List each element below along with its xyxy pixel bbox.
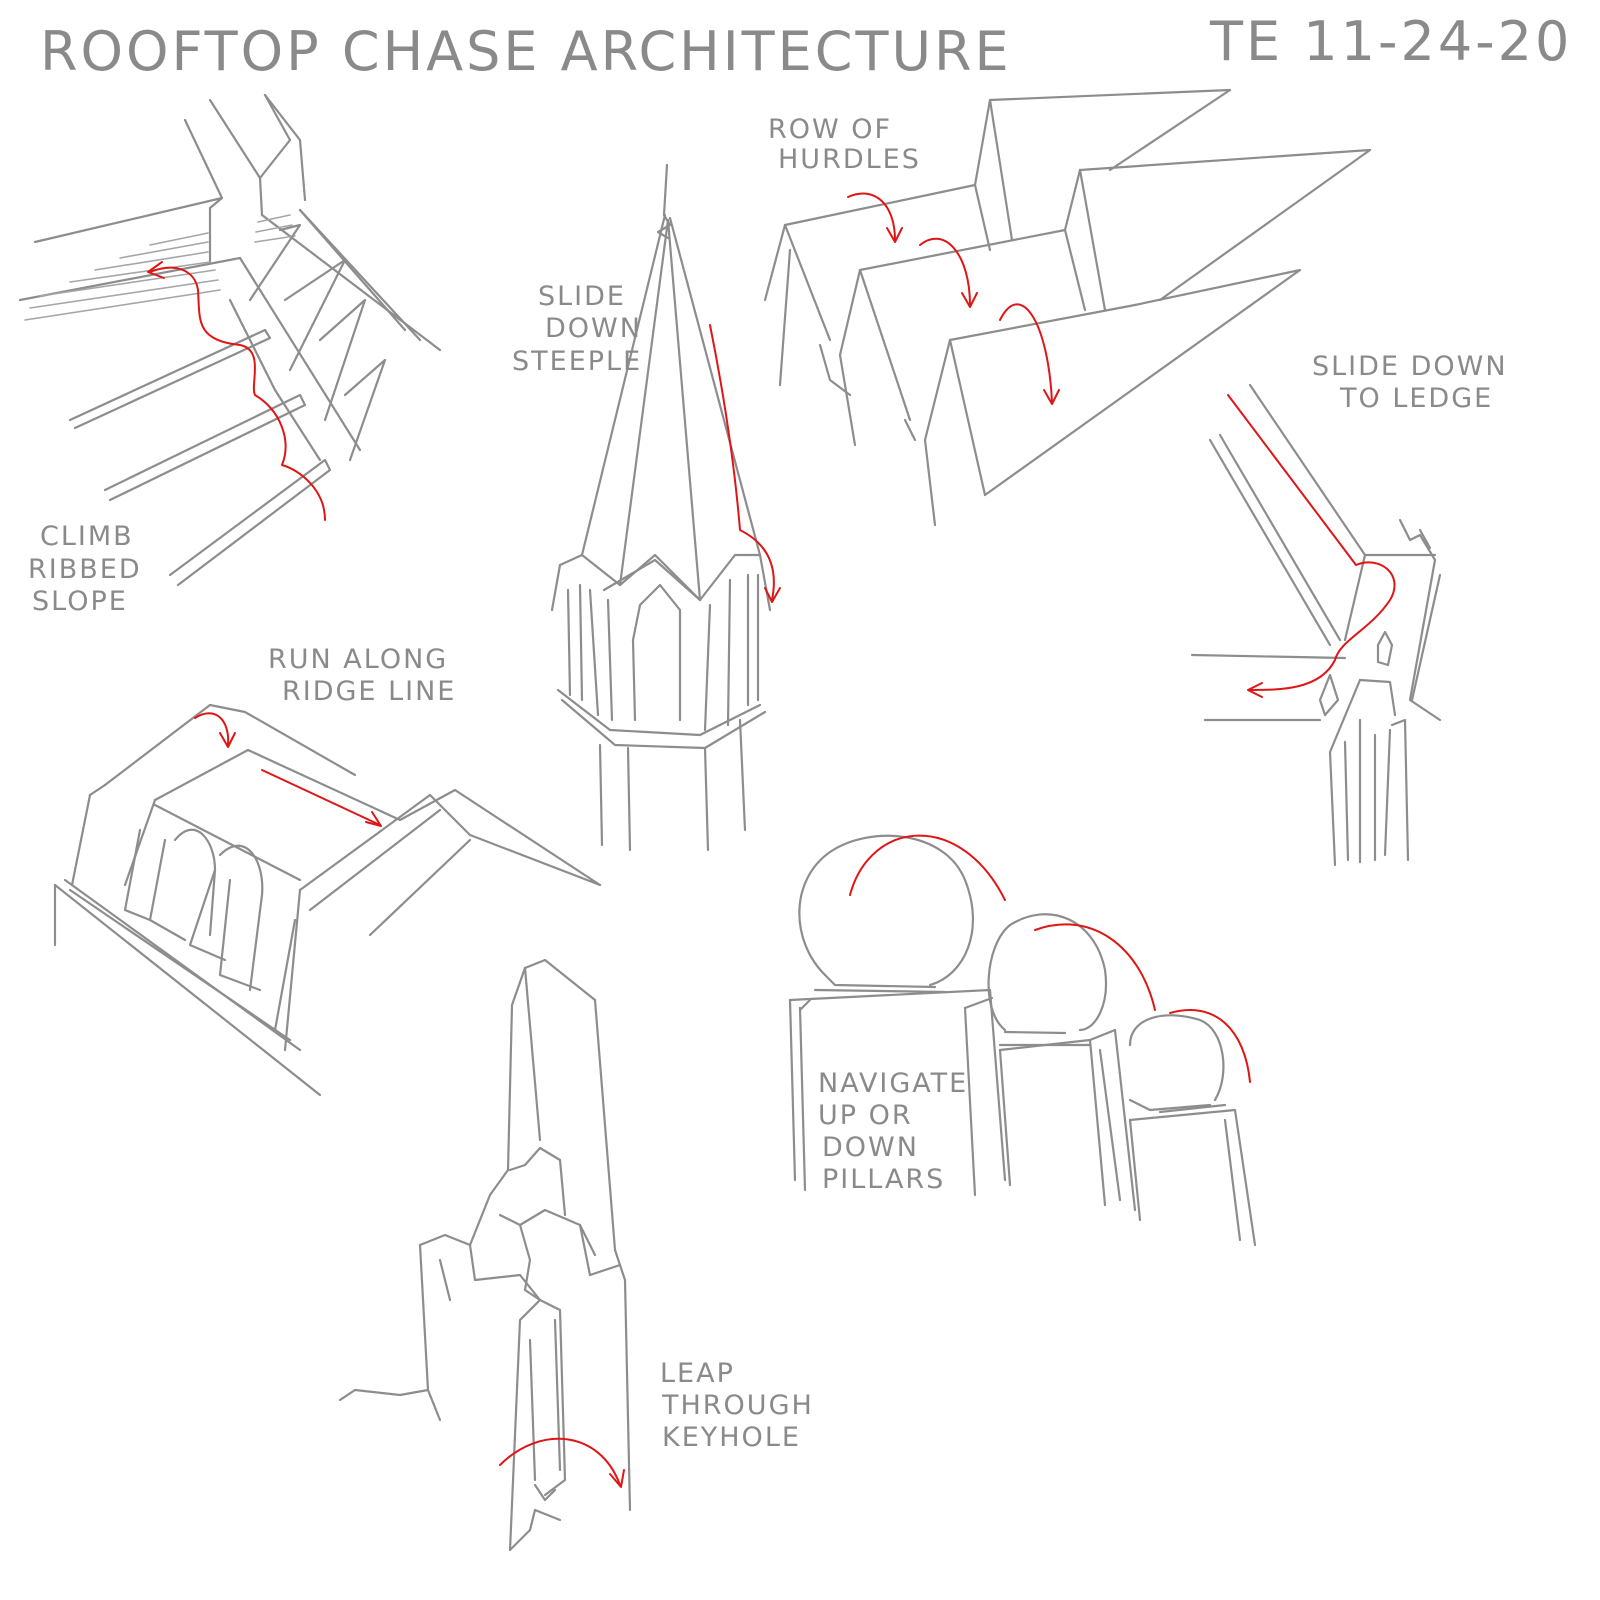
label-slide-down-to-ledge: SLIDE DOWN TO LEDGE <box>1312 351 1518 414</box>
label-climb-ribbed-slope: CLIMB RIBBED SLOPE <box>28 521 152 617</box>
sketch-pillars <box>788 834 1257 1247</box>
label-navigate-pillars: NAVIGATE UP OR DOWN PILLARS <box>818 1068 979 1195</box>
label-slide-down-steeple: SLIDE DOWN STEEPLE <box>512 281 653 377</box>
sketch-ribbed-slope <box>18 93 442 587</box>
artist-signature: TE 11-24-20 <box>1209 10 1572 73</box>
sheet-title: ROOFTOP CHASE ARCHITECTURE <box>40 20 1012 83</box>
label-row-of-hurdles: ROW OF HURDLES <box>768 114 921 175</box>
sketch-keyhole <box>338 958 632 1552</box>
label-run-along-ridge-line: RUN ALONG RIDGE LINE <box>268 644 459 707</box>
sketch-row-of-hurdles <box>763 88 1372 527</box>
sketch-slide-to-ledge <box>1190 383 1442 867</box>
sketch-steeple <box>550 163 781 852</box>
sketch-ridge-line <box>53 703 602 1097</box>
label-leap-through-keyhole: LEAP THROUGH KEYHOLE <box>660 1358 824 1453</box>
